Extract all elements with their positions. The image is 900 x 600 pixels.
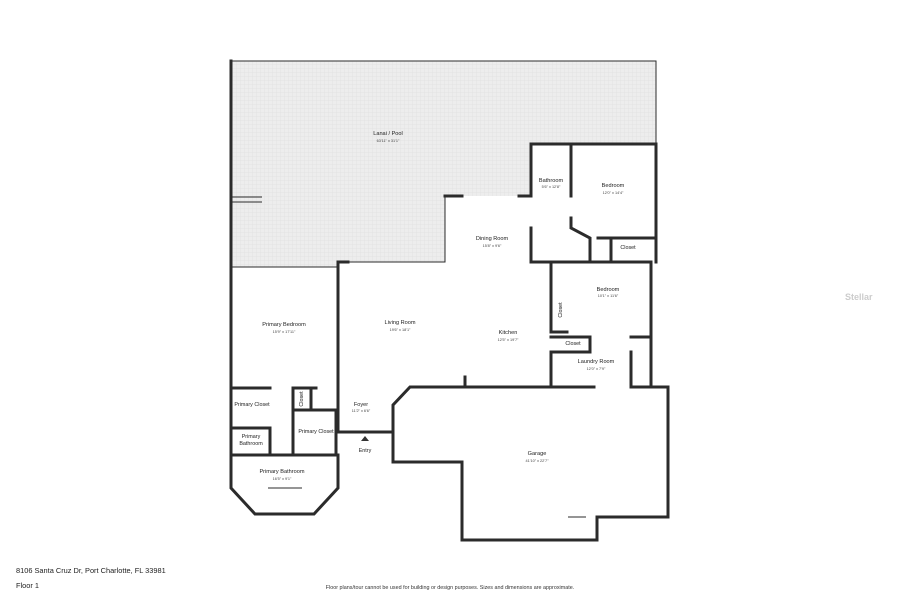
- garage-dims: 41'10" x 22'7": [526, 459, 550, 463]
- lanai-pool-dims: 63'11" x 31'1": [377, 139, 400, 143]
- disclaimer: Floor plans/tour cannot be used for buil…: [325, 585, 575, 591]
- laundry-room-dims: 12'0" x 7'9": [587, 367, 606, 371]
- closet-kitchen-label: Closet: [565, 341, 581, 347]
- dining-room-dims: 15'8" x 9'6": [483, 244, 502, 248]
- dining-room-name: Dining Room: [476, 236, 509, 242]
- closet-foyer-label: Closet: [299, 391, 305, 407]
- kitchen-name: Kitchen: [499, 330, 518, 336]
- lanai-pool-name: Lanai / Pool: [373, 131, 403, 137]
- foyer-name: Foyer: [354, 402, 368, 408]
- interior-walls: [229, 142, 658, 516]
- room-labels: Lanai / Pool 63'11" x 31'1" Bathroom 5'6…: [234, 131, 636, 481]
- closet-bedroom-1-label: Closet: [620, 245, 636, 251]
- primary-closet-left-label: Primary Closet: [234, 402, 270, 408]
- entry-arrow-icon: [361, 436, 369, 441]
- laundry-room-name: Laundry Room: [578, 359, 615, 365]
- property-address: 8106 Santa Cruz Dr, Port Charlotte, FL 3…: [16, 566, 166, 575]
- kitchen-dims: 12'5" x 19'7": [498, 338, 519, 342]
- bathroom-name: Bathroom: [539, 178, 564, 184]
- floor-label: Floor 1: [16, 581, 40, 590]
- living-room-dims: 19'6" x 18'1": [390, 328, 411, 332]
- primary-bedroom-dims: 15'9" x 17'11": [273, 330, 296, 334]
- lanai-pool-area: [231, 60, 657, 268]
- bedroom-2-name: Bedroom: [597, 287, 620, 293]
- garage-name: Garage: [528, 451, 547, 457]
- bedroom-1-dims: 12'0" x 14'4": [603, 191, 624, 195]
- bedroom-1-name: Bedroom: [602, 183, 625, 189]
- primary-closet-right-label: Primary Closet: [298, 429, 334, 435]
- primary-bathroom-small-line1: Primary: [242, 434, 261, 440]
- closet-bedroom-2-label: Closet: [558, 302, 564, 318]
- window-marks: [231, 196, 586, 518]
- primary-bathroom-small-line2: Bathroom: [239, 441, 263, 447]
- exterior-walls: [229, 59, 670, 542]
- bedroom-2-dims: 10'1" x 11'6": [598, 294, 619, 298]
- primary-bathroom-main-dims: 16'5" x 9'1": [273, 477, 292, 481]
- living-room-name: Living Room: [384, 320, 415, 326]
- foyer-dims: 11'2" x 6'6": [352, 409, 371, 413]
- bathroom-dims: 5'6" x 12'8": [542, 185, 561, 189]
- primary-bathroom-main-name: Primary Bathroom: [259, 469, 304, 475]
- watermark: Stellar: [845, 292, 873, 302]
- primary-bedroom-name: Primary Bedroom: [262, 322, 306, 328]
- entry-label: Entry: [359, 448, 372, 454]
